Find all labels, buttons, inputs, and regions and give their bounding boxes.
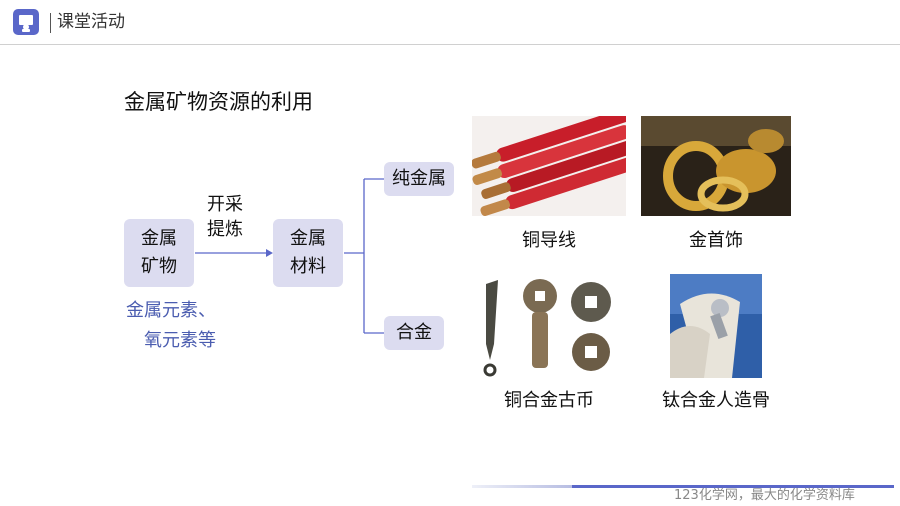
process-label: 开采 提炼 bbox=[207, 192, 243, 242]
alloy-box: 合金 bbox=[384, 316, 444, 350]
copper-wire-photo bbox=[472, 116, 626, 216]
metal-ore-box: 金属 矿物 bbox=[124, 219, 194, 287]
titanium-bone-caption: 钛合金人造骨 bbox=[662, 390, 770, 411]
metal-material-box: 金属 材料 bbox=[273, 219, 343, 287]
footer-accent-bar bbox=[572, 485, 894, 488]
gold-jewelry-photo bbox=[641, 116, 791, 216]
pure-metal-box: 纯金属 bbox=[384, 162, 454, 196]
ancient-coins-photo bbox=[472, 274, 626, 378]
header-bar: 课堂活动 bbox=[0, 0, 900, 46]
page-title: 金属矿物资源的利用 bbox=[124, 90, 313, 114]
elements-note: 金属元素、 氧元素等 bbox=[106, 296, 216, 356]
gold-jewelry-caption: 金首饰 bbox=[689, 230, 743, 251]
header-divider bbox=[0, 44, 900, 45]
header-separator bbox=[50, 13, 51, 33]
process-line2: 提炼 bbox=[207, 219, 243, 240]
elements-line1: 金属元素、 bbox=[126, 300, 216, 321]
footer-gradient-bar bbox=[472, 485, 572, 488]
ore-line1: 金属 bbox=[141, 228, 177, 249]
ancient-coins-caption: 铜合金古币 bbox=[504, 390, 594, 411]
header-title: 课堂活动 bbox=[57, 12, 125, 32]
elements-line2: 氧元素等 bbox=[144, 330, 216, 351]
material-line1: 金属 bbox=[290, 228, 326, 249]
classroom-icon bbox=[13, 9, 39, 35]
material-line2: 材料 bbox=[290, 256, 326, 277]
titanium-bone-photo bbox=[670, 274, 762, 378]
ore-line2: 矿物 bbox=[141, 256, 177, 277]
copper-wire-caption: 铜导线 bbox=[522, 230, 576, 251]
footer-watermark: 123化学网，最大的化学资料库 bbox=[674, 488, 855, 503]
process-line1: 开采 bbox=[207, 194, 243, 215]
